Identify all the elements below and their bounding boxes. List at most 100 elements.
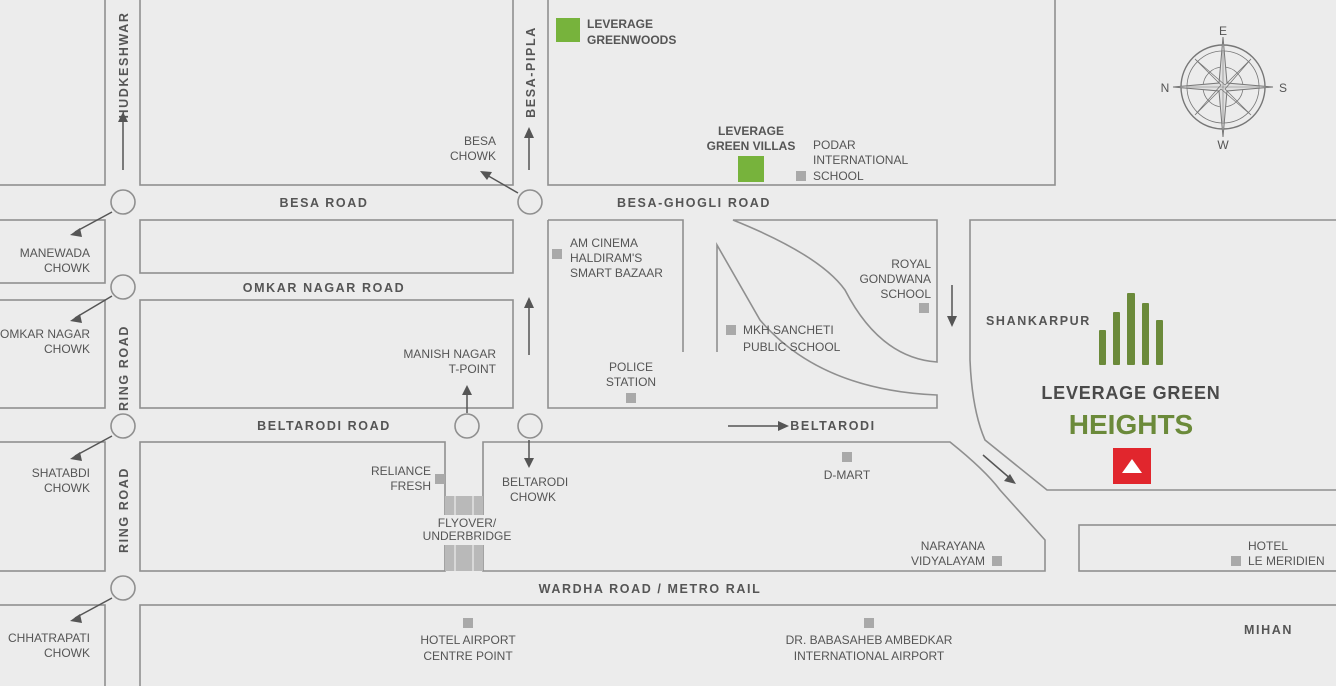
ring-road-label-2: RING ROAD [117, 467, 131, 553]
chhatrapati-chowk-label-1: CHHATRAPATI [8, 631, 90, 645]
besa-chowk-label-1: BESA [464, 134, 496, 148]
mihan-label: MIHAN [1244, 623, 1293, 637]
am-cinema-marker [552, 249, 562, 259]
royal-gondwana-label-2: GONDWANA [859, 272, 931, 286]
compass-w-label: W [1217, 138, 1229, 152]
brand-line-2: HEIGHTS [1069, 409, 1193, 440]
mkh-sancheti-label-1: MKH SANCHETI [743, 323, 834, 337]
greenwoods-label-2: GREENWOODS [587, 33, 676, 47]
hotel-airport-marker [463, 618, 473, 628]
narayana-marker [992, 556, 1002, 566]
besa-chowk-label-2: CHOWK [450, 149, 496, 163]
shankarpur-label: SHANKARPUR [986, 314, 1091, 328]
svg-text:FLYOVER/UNDERBRIDGE: FLYOVER/UNDERBRIDGE [423, 516, 512, 543]
hotel-airport-label-1: HOTEL AIRPORT [420, 633, 516, 647]
royal-gondwana-label-3: SCHOOL [880, 287, 931, 301]
hotel-airport-label-2: CENTRE POINT [423, 649, 513, 663]
besa-pipla-label: BESA-PIPLA [524, 26, 538, 118]
podar-label-2: INTERNATIONAL [813, 153, 908, 167]
besa-road-label: BESA ROAD [280, 196, 369, 210]
airport-marker [864, 618, 874, 628]
direction-arrows [70, 112, 1016, 623]
leverage-green-heights-logo: LEVERAGE GREEN HEIGHTS [1041, 293, 1220, 484]
podar-label-1: PODAR [813, 138, 856, 152]
beltarodi-road-label: BELTARODI ROAD [257, 419, 391, 433]
narayana-label-1: NARAYANA [921, 539, 985, 553]
mkh-sancheti-marker [726, 325, 736, 335]
airport-label-2: INTERNATIONAL AIRPORT [794, 649, 945, 663]
royal-gondwana-label-1: ROYAL [891, 257, 931, 271]
shatabdi-chowk-label-1: SHATABDI [32, 466, 90, 480]
flyover-underbridge: FLYOVER/UNDERBRIDGE [423, 496, 512, 571]
roundabout-omkar-nagar [110, 274, 136, 300]
logo-bars [1099, 293, 1163, 365]
podar-label-3: SCHOOL [813, 169, 864, 183]
roundabout-beltarodi [517, 413, 543, 439]
compass-s-label: S [1279, 81, 1287, 95]
green-villas-label-1: LEVERAGE [718, 124, 784, 138]
police-station-label-2: STATION [606, 375, 656, 389]
omkar-nagar-chowk-label-2: CHOWK [44, 342, 90, 356]
hudkeshwar-label: HUDKESHWAR [117, 12, 131, 119]
am-cinema-label-1: AM CINEMA [570, 236, 638, 250]
manish-nagar-label-2: T-POINT [449, 362, 497, 376]
omkar-nagar-chowk-label-1: OMKAR NAGAR [0, 327, 90, 341]
roundabout-manish-nagar [454, 413, 480, 439]
le-meridien-marker [1231, 556, 1241, 566]
am-cinema-label-2: HALDIRAM'S [570, 251, 642, 265]
shatabdi-chowk-label-2: CHOWK [44, 481, 90, 495]
police-station-label-1: POLICE [609, 360, 653, 374]
besa-ghogli-road-label: BESA-GHOGLI ROAD [617, 196, 771, 210]
police-station-marker [626, 393, 636, 403]
greenwoods-marker [556, 18, 580, 42]
compass-n-label: N [1161, 81, 1170, 95]
podar-marker [796, 171, 806, 181]
brand-triangle-icon [1122, 459, 1142, 473]
reliance-fresh-label-1: RELIANCE [371, 464, 431, 478]
narayana-label-2: VIDYALAYAM [911, 554, 985, 568]
beltarodi-label: BELTARODI [790, 419, 875, 433]
airport-label-1: DR. BABASAHEB AMBEDKAR [786, 633, 953, 647]
flyover-label-1: FLYOVER/ [438, 516, 497, 530]
le-meridien-label-1: HOTEL [1248, 539, 1288, 553]
d-mart-label: D-MART [824, 468, 871, 482]
roundabout-shatabdi [110, 413, 136, 439]
wardha-road-label: WARDHA ROAD / METRO RAIL [539, 582, 762, 596]
manish-nagar-label-1: MANISH NAGAR [403, 347, 496, 361]
brand-line-1: LEVERAGE GREEN [1041, 383, 1220, 403]
reliance-fresh-marker [435, 474, 445, 484]
road-labels: BESA ROAD BESA-GHOGLI ROAD OMKAR NAGAR R… [117, 12, 875, 596]
d-mart-marker [842, 452, 852, 462]
chhatrapati-chowk-label-2: CHOWK [44, 646, 90, 660]
roundabout-besa [517, 189, 543, 215]
greenwoods-label-1: LEVERAGE [587, 17, 653, 31]
le-meridien-label-2: LE MERIDIEN [1248, 554, 1325, 568]
omkar-nagar-road-label: OMKAR NAGAR ROAD [243, 281, 405, 295]
am-cinema-label-3: SMART BAZAAR [570, 266, 663, 280]
flyover-label-2: UNDERBRIDGE [423, 529, 512, 543]
mkh-sancheti-label-2: PUBLIC SCHOOL [743, 340, 841, 354]
roundabouts [110, 189, 543, 601]
roundabout-chhatrapati [110, 575, 136, 601]
